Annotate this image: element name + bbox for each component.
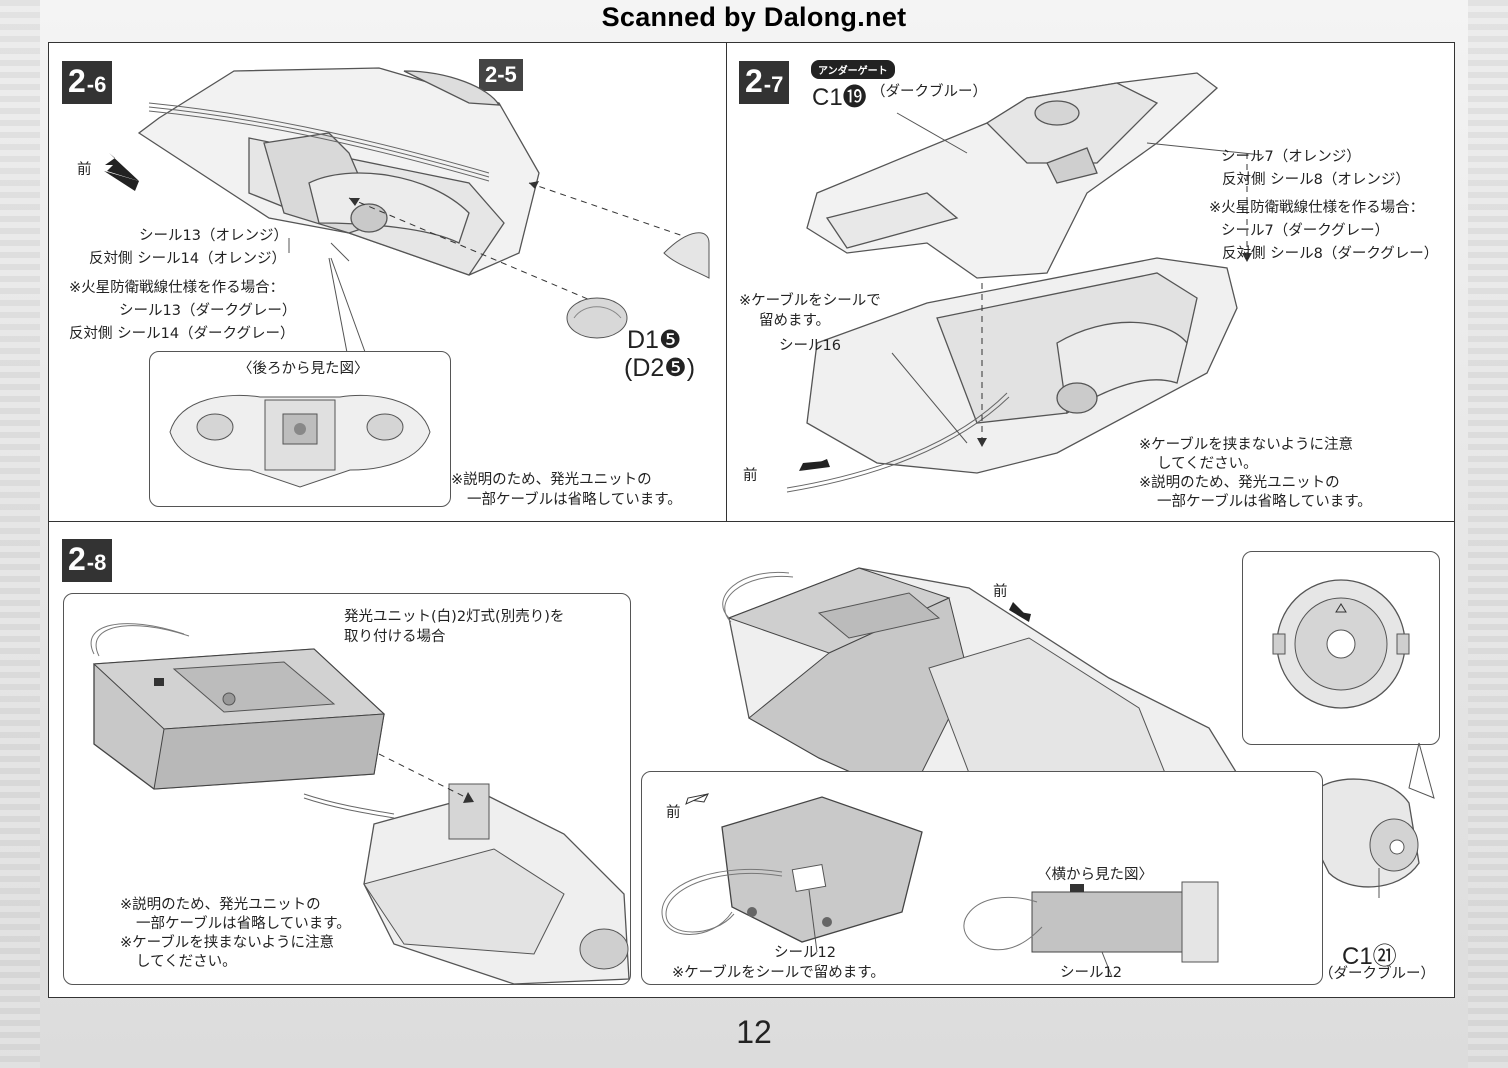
caution-2-7-line4: 一部ケーブルは省略しています。	[1157, 494, 1372, 510]
unit-title-line1: 発光ユニット(白)2灯式(別売り)を	[344, 609, 565, 625]
unit-title-line2: 取り付ける場合	[344, 629, 446, 645]
seal-16: シール16	[779, 338, 841, 354]
seal-8-orange: 反対側 シール8（オレンジ）	[1222, 172, 1410, 188]
light-unit-illustration	[90, 623, 630, 985]
seal-14-darkgrey: 反対側 シール14（ダークグレー）	[69, 326, 295, 342]
part-d2: (D2❺)	[624, 354, 696, 382]
step-2-8-sub: -8	[86, 550, 107, 575]
instruction-sheet: 2-6 2-5 シール13（オレン	[48, 42, 1455, 998]
seal-14-orange: 反対側 シール14（オレンジ）	[89, 251, 287, 267]
step-2-7-sub: -7	[763, 72, 784, 97]
rear-view-illustration	[169, 394, 431, 488]
step-2-6-sub: -6	[86, 72, 107, 97]
front-label-2-8-b: 前	[666, 805, 681, 821]
part-c1-21-illustration	[1308, 742, 1435, 898]
step-2-8-main: 2	[68, 541, 86, 577]
note-2-6-line2: 一部ケーブルは省略しています。	[467, 492, 682, 508]
note-2-8-line4: してください。	[136, 954, 237, 970]
caution-2-7-line3: ※説明のため、発光ユニットの	[1139, 475, 1340, 491]
page-edge-left	[0, 0, 40, 1068]
rear-view-panel: 〈後ろから見た図〉	[149, 351, 451, 507]
light-unit-install-panel: 発光ユニット(白)2灯式(別売り)を 取り付ける場合 ※説明のため、発光ユニット…	[63, 593, 631, 985]
front-arrow-icon-2-6	[105, 153, 139, 181]
step-2-8-badge: 2-8	[62, 539, 113, 582]
caution-2-7-line1: ※ケーブルを挟まないように注意	[1139, 437, 1353, 453]
hull-assembly-2-7-illustration	[786, 72, 1263, 493]
part-c1-19: C1⓳	[812, 84, 867, 111]
part-d1: D1❺	[627, 326, 682, 354]
hull-assembly-2-6-illustration	[104, 67, 710, 364]
front-label-2-8-a: 前	[993, 584, 1008, 600]
cable-note-2-7-line1: ※ケーブルをシールで	[739, 293, 881, 309]
step-2-5-ref-badge: 2-5	[479, 59, 523, 91]
cable-seal-panel: 前 〈横から見た図〉 シール12 ※ケーブルをシールで留めます。 シール12	[641, 771, 1323, 985]
note-2-8-line2: 一部ケーブルは省略しています。	[136, 916, 351, 932]
rear-view-label: 〈後ろから見た図〉	[238, 361, 369, 377]
seal-12-b: シール12	[1060, 965, 1122, 981]
mars-note-2-7: ※火星防衛戦線仕様を作る場合：	[1209, 200, 1425, 216]
panel-divider-vertical	[726, 43, 727, 521]
note-2-8-line3: ※ケーブルを挟まないように注意	[120, 935, 334, 951]
part-c1-21: C1㉑	[1342, 943, 1397, 970]
mars-note-2-6: ※火星防衛戦線仕様を作る場合：	[69, 280, 285, 296]
seal-13-orange: シール13（オレンジ）	[139, 228, 288, 244]
seal-7-orange: シール7（オレンジ）	[1221, 149, 1361, 165]
part-c1-19-color: （ダークブルー）	[871, 84, 987, 100]
step-2-7-badge: 2-7	[739, 61, 790, 104]
note-2-8-line1: ※説明のため、発光ユニットの	[120, 897, 321, 913]
page-edge-right	[1468, 0, 1508, 1068]
seal-7-darkgrey: シール7（ダークグレー）	[1221, 223, 1390, 239]
watermark: Scanned by Dalong.net	[601, 2, 907, 32]
step-2-7-main: 2	[745, 63, 763, 99]
part-c1-21-color: （ダークブルー）	[1319, 966, 1435, 982]
seal-12-a: シール12	[774, 945, 836, 961]
seal-13-darkgrey: シール13（ダークグレー）	[119, 303, 297, 319]
under-gate-tag: アンダーゲート	[811, 60, 895, 79]
seal-note-2-8: ※ケーブルをシールで留めます。	[672, 965, 885, 981]
step-2-6-main: 2	[68, 63, 86, 99]
panel-divider-horizontal	[49, 521, 1454, 522]
page-number: 12	[736, 1014, 772, 1050]
cable-seal-illustration	[661, 793, 1219, 978]
note-2-6-line1: ※説明のため、発光ユニットの	[451, 472, 652, 488]
seal-8-darkgrey: 反対側 シール8（ダークグレー）	[1222, 246, 1439, 262]
step-2-6-badge: 2-6	[62, 61, 113, 104]
rear-detail-illustration	[1272, 579, 1410, 709]
front-label-2-7: 前	[743, 468, 758, 484]
cable-note-2-7-line2: 留めます。	[759, 313, 831, 329]
rear-detail-panel	[1242, 551, 1440, 745]
front-label-2-6: 前	[77, 162, 92, 178]
side-view-label: 〈横から見た図〉	[1037, 867, 1153, 883]
caution-2-7-line2: してください。	[1157, 456, 1258, 472]
